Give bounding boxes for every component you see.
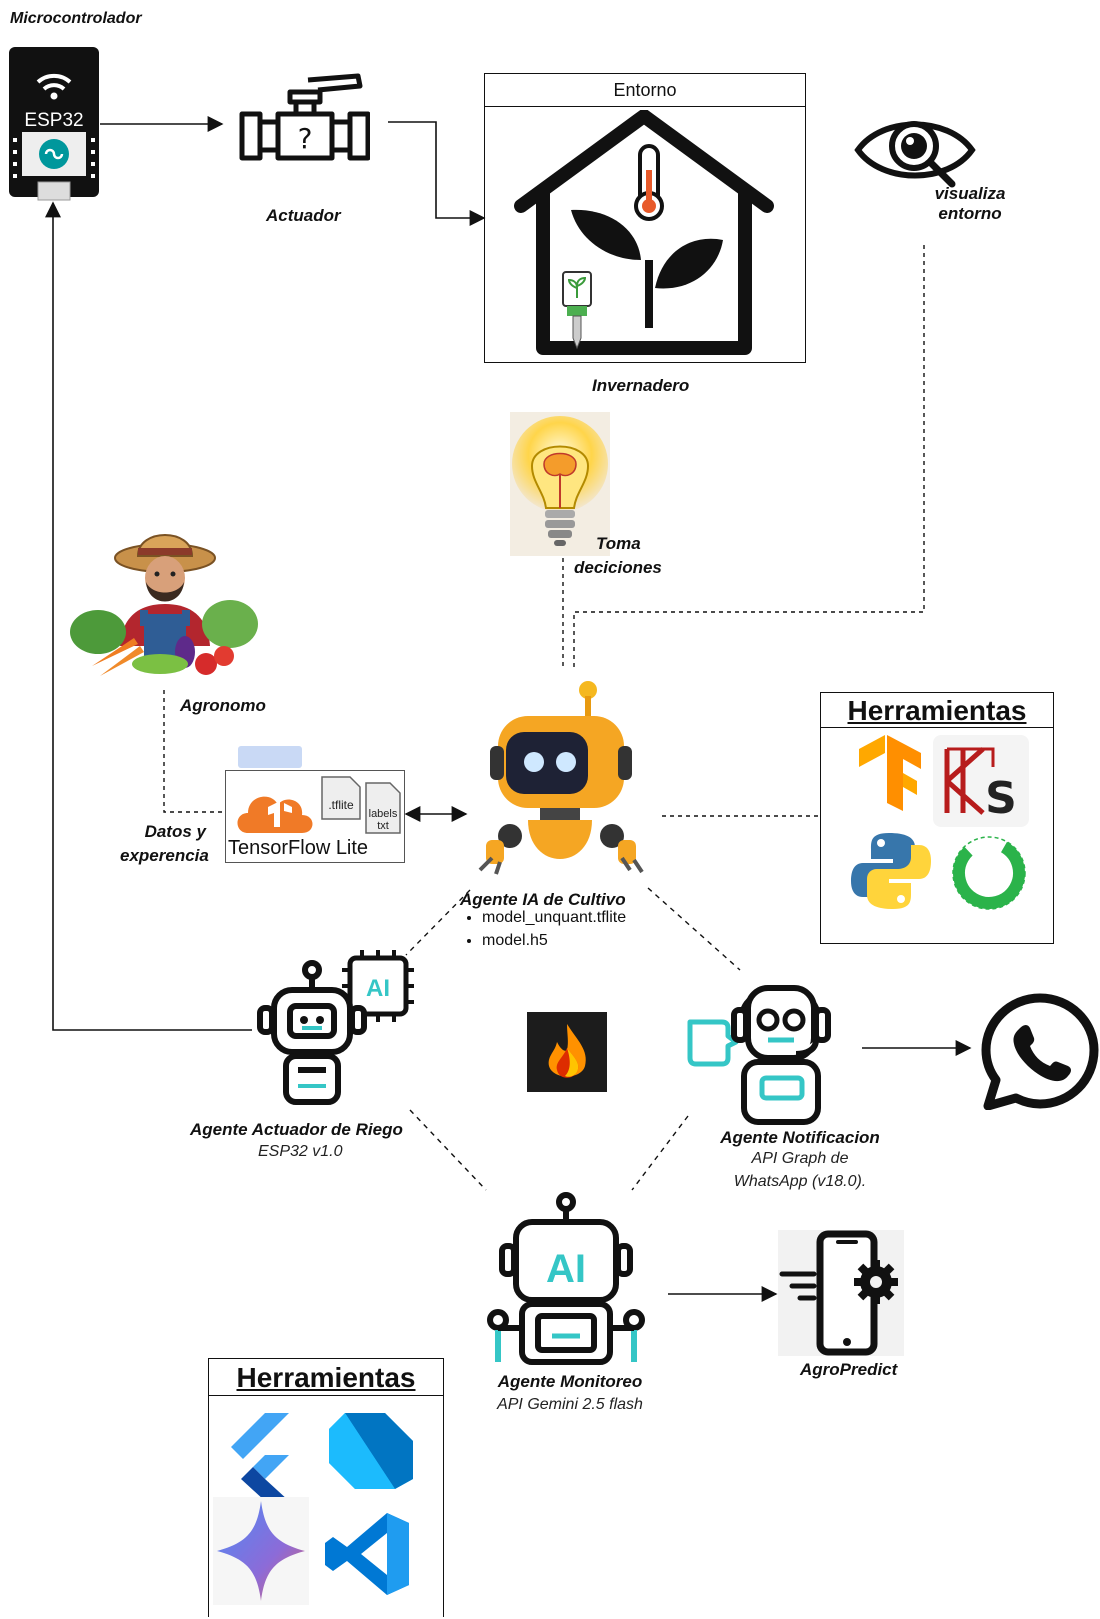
agronomist-data-line1: Datos y: [144, 822, 206, 841]
keras-scikit-icon: S: [933, 735, 1029, 827]
dart-icon: [329, 1413, 413, 1489]
agronomist-data-line2: experencia: [120, 846, 209, 865]
monitor-agent-title: Agente Monitoreo: [497, 1372, 643, 1391]
decisions-label-line1: Toma: [596, 534, 641, 553]
tflite-caption: TensorFlow Lite: [228, 837, 369, 859]
ai-agent-title: Agente IA de Cultivo: [460, 890, 626, 909]
microcontroller-label: Microcontrolador: [10, 10, 142, 27]
irrigation-chip-label: AI: [366, 975, 390, 1002]
esp32-board-icon: ESP32: [9, 47, 99, 201]
ai-agent-file: model.h5: [482, 929, 626, 952]
tflite-box: .tflite labels txt TensorFlow Lite: [225, 770, 405, 863]
ai-agent-file: model_unquant.tflite: [482, 906, 626, 929]
vision-label: visualiza entorno: [930, 184, 1010, 224]
esp32-chip-label: ESP32: [24, 110, 83, 131]
environment-title: Entorno: [485, 74, 805, 107]
tensorflow-icon: [859, 735, 921, 811]
irrigation-agent-title: Agente Actuador de Riego: [190, 1120, 403, 1139]
vscode-icon: [325, 1513, 409, 1595]
edge-notification-to-monitor: [631, 1115, 689, 1191]
tools-top-box: Herramientas S: [820, 692, 1054, 944]
irrigation-agent-subtitle: ESP32 v1.0: [258, 1143, 343, 1160]
environment-caption: Invernadero: [592, 376, 690, 395]
notification-agent-title: Agente Notificacion: [720, 1128, 880, 1147]
edge-irrigation-to-esp32: [45, 201, 252, 1031]
notification-agent-subtitle1: API Graph de: [751, 1150, 849, 1167]
monitor-chip-label: AI: [546, 1247, 586, 1291]
tflite-file-icon: .tflite: [321, 776, 361, 820]
valve-icon: ?: [239, 73, 370, 161]
edge-ai-to-notification: [647, 887, 741, 971]
app-label: AgroPredict: [800, 1360, 898, 1379]
labels-file-name-a: labels: [369, 808, 398, 820]
monitor-robot-icon: AI: [487, 1192, 645, 1365]
edge-actuator-to-greenhouse: [388, 121, 486, 226]
agronomist-label: Agronomo: [180, 696, 266, 715]
irrigation-robot-icon: AI: [257, 950, 414, 1105]
opencv-ring-icon: [952, 836, 1026, 910]
firebase-icon: [527, 1012, 607, 1092]
decisions-label: Toma deciciones: [574, 532, 662, 580]
lightbulb-brain-icon: [510, 412, 610, 556]
environment-box: Entorno: [484, 73, 806, 363]
agronomist-data-label: Datos y experencia: [120, 820, 209, 868]
farmer-icon: [70, 534, 258, 676]
vision-label-line2: entorno: [938, 204, 1002, 223]
monitor-agent-subtitle: API Gemini 2.5 flash: [497, 1396, 643, 1413]
decisions-label-line2: deciciones: [574, 558, 662, 577]
tflite-file-name: .tflite: [328, 798, 354, 812]
python-icon: [851, 833, 931, 909]
flutter-icon: [231, 1413, 289, 1501]
tools-top-title: Herramientas: [821, 693, 1053, 728]
edge-vision-to-ai: [573, 245, 925, 670]
whatsapp-icon: [981, 993, 1099, 1110]
ai-robot-icon: [478, 681, 644, 875]
actuator-label: Actuador: [266, 206, 341, 225]
edge-agronomist-to-tflite: [163, 690, 222, 813]
notification-agent-subtitle2: WhatsApp (v18.0).: [733, 1173, 867, 1190]
notification-robot-icon: [687, 985, 831, 1125]
eye-icon: [854, 121, 976, 188]
vision-label-line1: visualiza: [934, 184, 1006, 203]
tools-bottom-box: Herramientas: [208, 1358, 444, 1617]
gemini-icon: [213, 1497, 309, 1605]
actuator-glyph: ?: [298, 122, 313, 155]
labels-file-name-b: txt: [377, 820, 389, 832]
labels-file-icon: labels txt: [365, 782, 401, 834]
tools-bottom-title: Herramientas: [209, 1359, 443, 1396]
tflite-backdrop: [238, 746, 302, 768]
edge-irrigation-to-monitor: [409, 1109, 487, 1191]
greenhouse-icon: [514, 110, 774, 355]
svg-text:S: S: [985, 773, 1017, 824]
smartphone-settings-icon: [778, 1230, 904, 1356]
tflite-cloud-icon: [237, 796, 313, 833]
ai-agent-file-list: model_unquant.tflite model.h5: [460, 906, 626, 952]
